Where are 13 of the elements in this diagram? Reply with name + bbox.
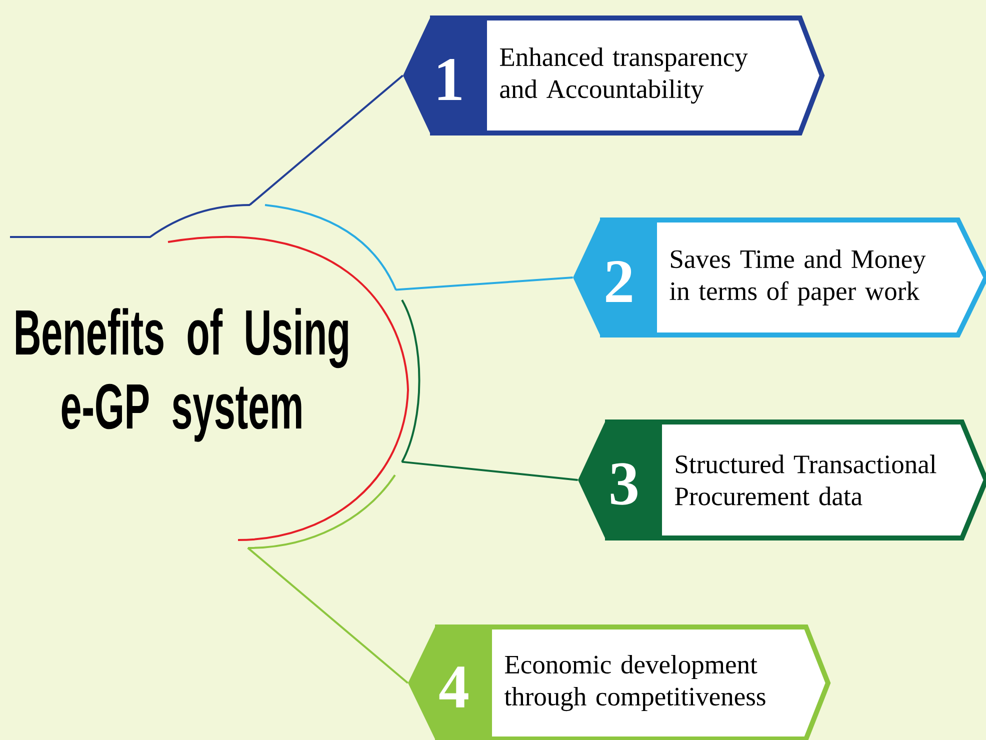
node-label: 2	[606, 260, 632, 302]
connector-line	[249, 74, 404, 206]
connector-line	[396, 276, 573, 291]
connector-line	[402, 460, 578, 481]
title-text: Benefits of Using e-GP system	[16, 308, 348, 442]
node-label: 3	[610, 463, 638, 505]
benefit-box: 3 Structured Transactional Procurement data	[578, 420, 986, 540]
node-label: 1	[438, 59, 462, 100]
connector-line	[247, 547, 408, 684]
benefit-box: 4 Economic development through competitiveness	[408, 624, 831, 740]
benefit-box: 2 Saves Time and Money in terms of paper work	[573, 218, 986, 338]
benefit-box: 1 Enhanced transparency and Accountability	[403, 16, 825, 136]
node-label: 4	[439, 666, 468, 708]
